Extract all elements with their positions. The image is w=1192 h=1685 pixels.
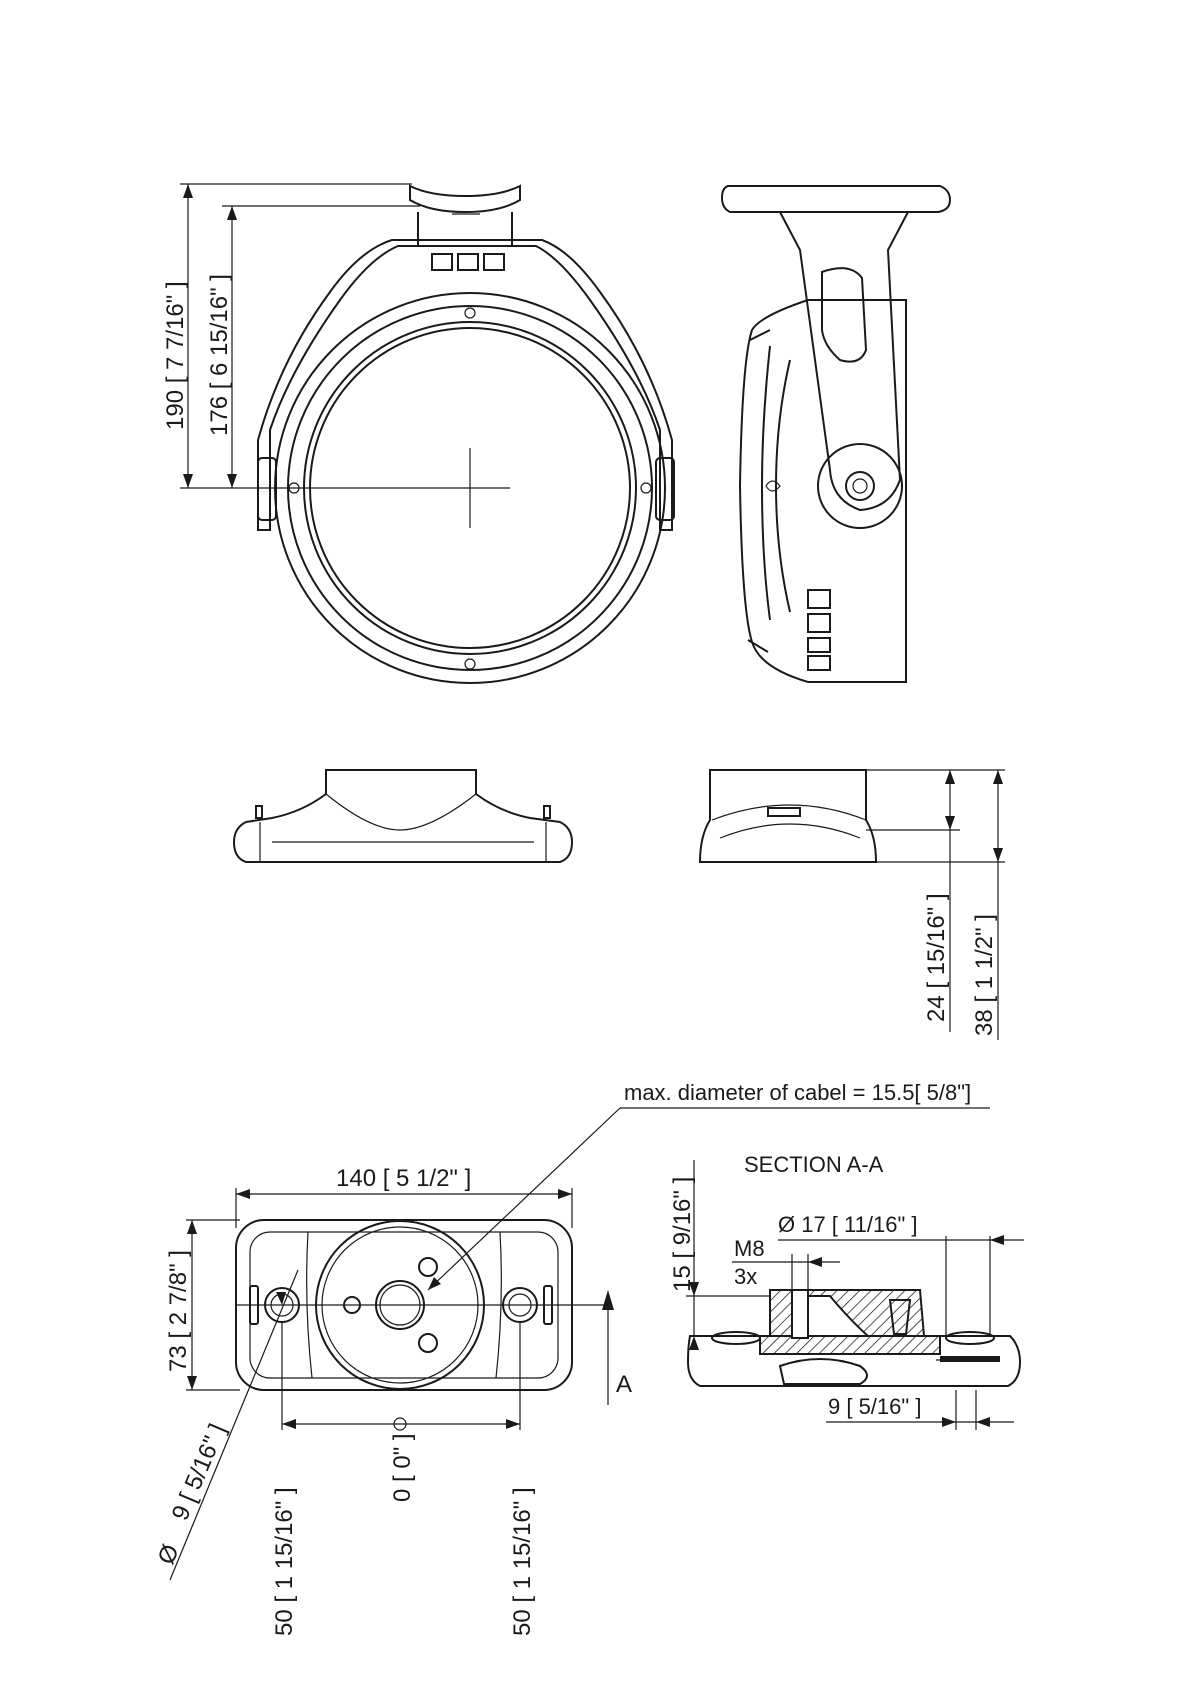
dim-15: 15 [ 9/16" ]: [669, 1177, 696, 1292]
thread-m8: M8: [734, 1236, 765, 1261]
section-marker: A: [616, 1371, 632, 1398]
dim-width-140: 140 [ 5 1/2" ]: [336, 1165, 471, 1192]
dim-left-50: 50 [ 1 15/16" ]: [271, 1487, 298, 1636]
section-view: 15 [ 9/16" ] Ø 17 [ 11/16" ] M8 3x 9 [ 5…: [669, 1160, 1024, 1430]
base-side-view: 24 [ 15/16" ] 38 [ 1 1/2" ]: [700, 770, 1005, 1040]
dim-depth-73: 73 [ 2 7/8" ]: [165, 1250, 192, 1372]
dim-38: 38 [ 1 1/2" ]: [971, 914, 998, 1036]
base-front-view: [234, 770, 572, 862]
dim-right-50: 50 [ 1 15/16" ]: [509, 1487, 536, 1636]
bottom-view: A 140 [ 5 1/2" ] 73 [ 2 7/8" ] 9 [ 5/16"…: [153, 1165, 632, 1636]
dim-9-section: 9 [ 5/16" ]: [828, 1394, 921, 1419]
dim-height-176: 176 [ 6 15/16" ]: [206, 274, 233, 436]
cable-note: max. diameter of cabel = 15.5[ 5/8"]: [624, 1080, 971, 1105]
front-view: 190 [ 7 7/16" ] 176 [ 6 15/16" ]: [162, 184, 674, 683]
dim-height-190: 190 [ 7 7/16" ]: [162, 281, 189, 430]
side-view: [722, 186, 950, 682]
section-title: SECTION A-A: [744, 1152, 884, 1177]
thread-qty: 3x: [734, 1264, 757, 1289]
dim-24: 24 [ 15/16" ]: [923, 893, 950, 1022]
dim-dia-17: Ø 17 [ 11/16" ]: [778, 1212, 918, 1237]
diameter-symbol: Ø: [153, 1541, 185, 1569]
dim-zero: 0 [ 0" ]: [389, 1433, 416, 1502]
